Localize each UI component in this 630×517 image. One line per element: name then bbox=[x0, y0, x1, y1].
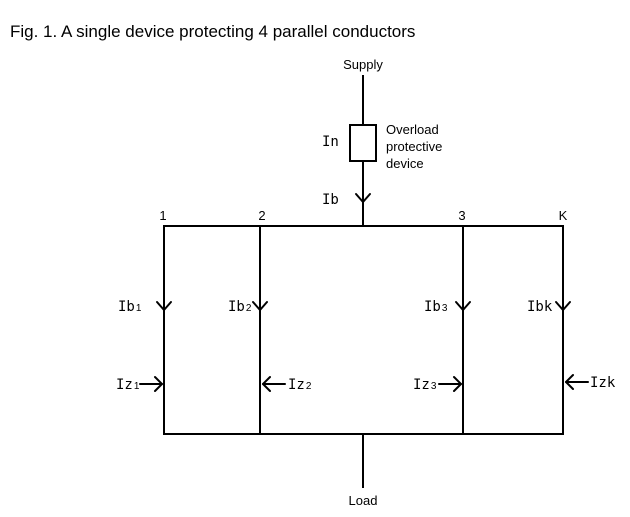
ib-branch-label-1: Ib1 bbox=[118, 299, 142, 315]
ib-arrow-icon-branch-1 bbox=[156, 301, 172, 311]
in-label: In bbox=[322, 134, 339, 150]
iz-branch-label-1: Iz1 bbox=[116, 377, 140, 393]
iz-branch-label-3: Iz3 bbox=[413, 377, 437, 393]
device-label-line-3: device bbox=[386, 156, 424, 171]
ib-label: Ib bbox=[322, 192, 339, 208]
ib-branch-label-3: Ib3 bbox=[424, 299, 448, 315]
figure-caption: Fig. 1. A single device protecting 4 par… bbox=[10, 22, 415, 41]
iz-arrow-icon-2 bbox=[262, 376, 271, 392]
iz-branch-label-k: Izk bbox=[590, 375, 616, 391]
iz-arrow-icon-k bbox=[565, 374, 574, 390]
ib-branch-label-k: Ibk bbox=[527, 299, 553, 315]
ib-arrow-icon-branch-k bbox=[555, 301, 571, 311]
device-label-line-2: protective bbox=[386, 139, 442, 154]
node-label-1: 1 bbox=[159, 208, 166, 223]
iz-branch-label-2: Iz2 bbox=[288, 377, 312, 393]
ib-branch-label-2: Ib2 bbox=[228, 299, 252, 315]
supply-label: Supply bbox=[343, 57, 383, 72]
ib-arrow-icon-branch-3 bbox=[455, 301, 471, 311]
ib-arrow-icon-branch-2 bbox=[252, 301, 268, 311]
node-label-k: K bbox=[559, 208, 568, 223]
load-label: Load bbox=[349, 493, 378, 508]
iz-arrow-icon-3 bbox=[453, 376, 462, 392]
device-label-line-1: Overload bbox=[386, 122, 439, 137]
ib-arrow-icon bbox=[355, 193, 371, 203]
node-label-3: 3 bbox=[458, 208, 465, 223]
iz-arrow-icon-1 bbox=[154, 376, 163, 392]
overload-protective-device bbox=[349, 124, 377, 162]
node-label-2: 2 bbox=[258, 208, 265, 223]
